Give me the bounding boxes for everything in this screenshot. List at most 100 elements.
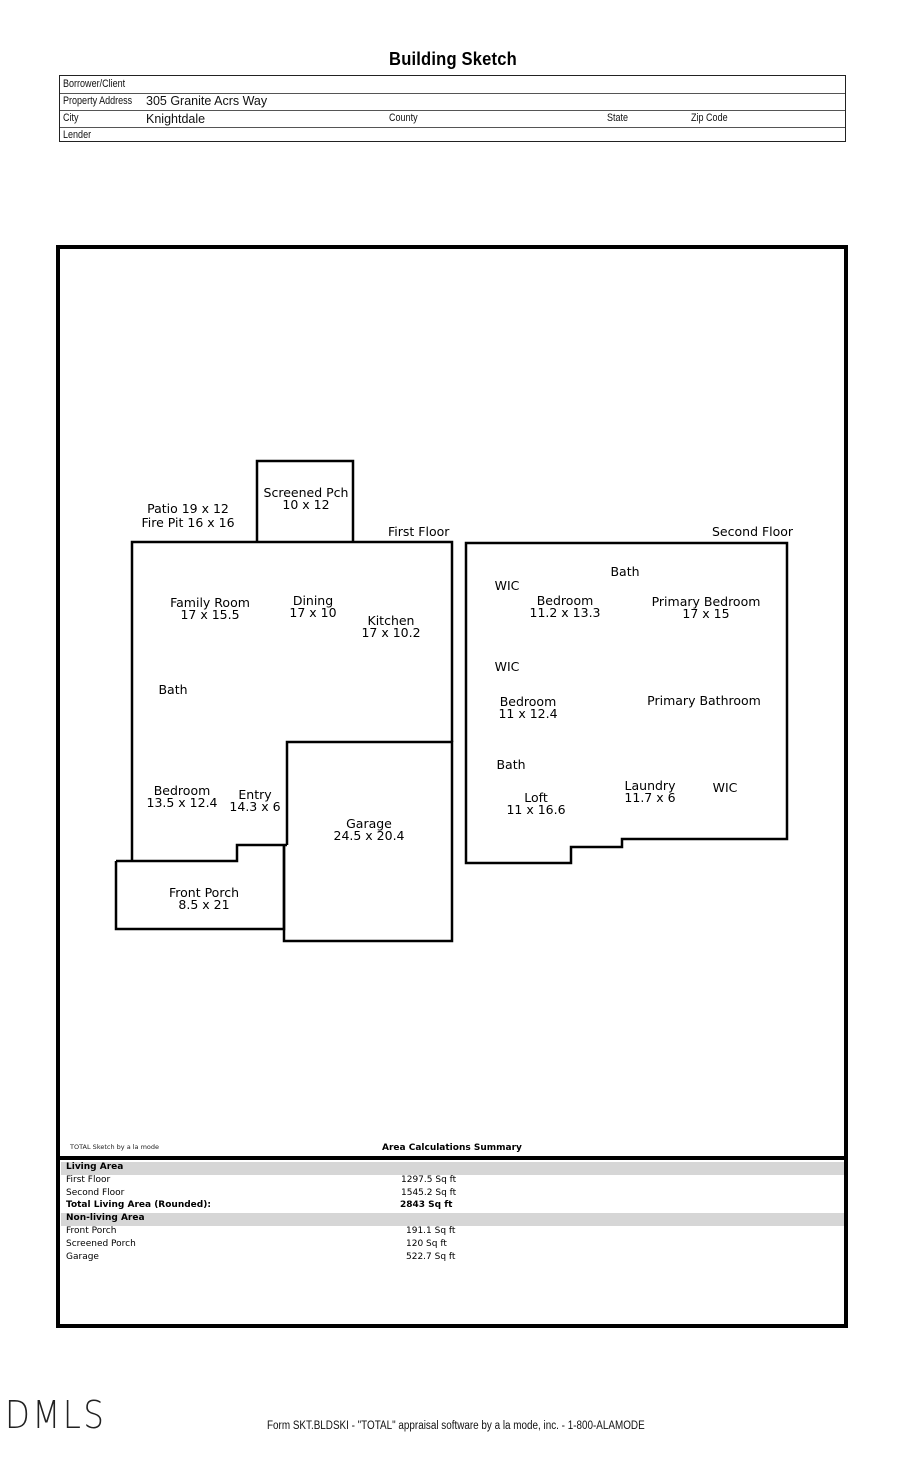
room-primary-bedroom: Primary Bedroom 17 x 15	[651, 594, 761, 621]
summary-row-value: 1297.5 Sq ft	[401, 1175, 457, 1185]
dmls-logo: DMLS	[5, 1393, 107, 1437]
city-value: Knightdale	[146, 112, 206, 126]
room-dims: 11.7 x 6	[624, 790, 676, 805]
room-family-room: Family Room 17 x 15.5	[170, 595, 250, 622]
living-area-header: Living Area	[61, 1162, 844, 1175]
room-name: Bath	[610, 564, 640, 579]
room-name: WIC	[494, 659, 520, 674]
sketch-credit: TOTAL Sketch by a la mode	[70, 1143, 160, 1151]
screened-porch-outline	[255, 459, 355, 542]
summary-row-value: 522.7 Sq ft	[406, 1252, 456, 1262]
room-bath: Bath	[158, 682, 188, 697]
room-dims: 17 x 10.2	[361, 625, 421, 640]
property-address-row: Property Address 305 Granite Acrs Way	[60, 93, 845, 111]
first-floor-label: First Floor	[388, 524, 450, 539]
room-screened-porch: Screened Pch 10 x 12	[263, 485, 349, 512]
room-name: WIC	[712, 780, 738, 795]
room-dims: 24.5 x 20.4	[333, 828, 405, 843]
summary-title: Area Calculations Summary	[382, 1143, 522, 1153]
property-address-label: Property Address	[63, 95, 133, 107]
city-label: City	[63, 112, 79, 124]
property-info-table: Borrower/Client Property Address 305 Gra…	[59, 75, 846, 142]
room-name: Screened Pch	[263, 485, 349, 500]
total-living-area-label: Total Living Area (Rounded):	[66, 1200, 211, 1210]
page-title: Building Sketch	[389, 49, 517, 69]
room-wic-2: WIC	[494, 659, 520, 674]
summary-row: Screened Porch 120 Sq ft	[61, 1239, 844, 1252]
room-bedroom-2: Bedroom 11.2 x 13.3	[529, 593, 601, 620]
room-name: Dining	[292, 593, 334, 608]
summary-row-label: Screened Porch	[66, 1239, 136, 1249]
summary-row: Front Porch 191.1 Sq ft	[61, 1226, 844, 1239]
county-label: County	[389, 112, 418, 124]
summary-row-label: First Floor	[66, 1175, 111, 1185]
room-dims: 11 x 12.4	[498, 706, 558, 721]
state-label: State	[607, 112, 629, 124]
lender-label: Lender	[63, 129, 92, 141]
lender-row: Lender	[60, 127, 845, 142]
room-bedroom-3: Bedroom 11 x 12.4	[498, 695, 558, 721]
room-name: Entry	[238, 787, 272, 802]
room-wic-3: WIC	[712, 780, 738, 795]
room-entry: Entry 14.3 x 6	[229, 787, 281, 814]
first-floor-outline	[130, 540, 454, 861]
room-bath-upper-2: Bath	[496, 757, 526, 772]
summary-row-value: 191.1 Sq ft	[406, 1226, 456, 1236]
room-dims: 8.5 x 21	[178, 897, 230, 912]
room-name: WIC	[494, 578, 520, 593]
borrower-label: Borrower/Client	[63, 78, 126, 90]
living-area-label: Living Area	[66, 1162, 124, 1172]
room-primary-bathroom: Primary Bathroom	[647, 694, 761, 707]
borrower-row: Borrower/Client	[60, 76, 845, 94]
room-dims: 11.2 x 13.3	[529, 605, 601, 620]
room-name: Bath	[158, 682, 188, 697]
sketch-frame	[56, 245, 848, 1328]
room-dims: 17 x 15	[682, 606, 730, 621]
room-name: Primary Bedroom	[651, 594, 761, 609]
second-floor-label: Second Floor	[712, 524, 794, 539]
room-bath-upper: Bath	[610, 564, 640, 579]
zip-code-label: Zip Code	[691, 112, 728, 124]
room-dims: 11 x 16.6	[506, 802, 566, 817]
room-dims: 17 x 15.5	[180, 607, 240, 622]
summary-row: Second Floor 1545.2 Sq ft	[61, 1188, 844, 1201]
summary-row-label: Front Porch	[66, 1226, 117, 1236]
summary-row-label: Second Floor	[66, 1188, 125, 1198]
room-dims: 13.5 x 12.4	[146, 795, 218, 810]
summary-row-value: 1545.2 Sq ft	[401, 1188, 457, 1198]
room-dims: Fire Pit 16 x 16	[141, 515, 235, 530]
room-name: Garage	[346, 816, 392, 831]
room-name: Family Room	[170, 595, 250, 610]
room-patio: Patio 19 x 12 Fire Pit 16 x 16	[141, 502, 235, 530]
room-name: Bedroom	[153, 783, 211, 798]
room-dims: 10 x 12	[282, 497, 330, 512]
room-dims: 14.3 x 6	[229, 799, 281, 814]
non-living-area-label: Non-living Area	[66, 1213, 145, 1223]
summary-row-value: 120 Sq ft	[406, 1239, 447, 1249]
room-dining: Dining 17 x 10	[289, 593, 337, 620]
front-porch-box	[114, 845, 286, 931]
total-living-area-row: Total Living Area (Rounded): 2843 Sq ft	[61, 1200, 844, 1213]
room-wic: WIC	[494, 578, 520, 593]
second-floor-outline	[464, 541, 789, 865]
front-porch-outline	[116, 843, 287, 863]
summary-row: Garage 522.7 Sq ft	[61, 1252, 844, 1265]
room-bedroom: Bedroom 13.5 x 12.4	[146, 783, 218, 810]
total-living-area-value: 2843 Sq ft	[400, 1200, 453, 1210]
room-kitchen: Kitchen 17 x 10.2	[361, 614, 421, 640]
room-front-porch: Front Porch 8.5 x 21	[169, 885, 239, 912]
room-loft: Loft 11 x 16.6	[506, 790, 566, 817]
summary-divider	[56, 1156, 848, 1160]
property-address-value: 305 Granite Acrs Way	[146, 94, 268, 108]
room-name: Bedroom	[536, 593, 594, 608]
room-name: Laundry	[624, 778, 676, 793]
summary-row: First Floor 1297.5 Sq ft	[61, 1175, 844, 1188]
room-name: Loft	[524, 790, 548, 805]
room-name: Front Porch	[169, 885, 239, 900]
room-dims: 17 x 10	[289, 605, 337, 620]
city-row: City Knightdale County State Zip Code	[60, 110, 845, 128]
form-footer-text: Form SKT.BLDSKI - "TOTAL" appraisal soft…	[267, 1420, 645, 1432]
room-garage: Garage 24.5 x 20.4	[333, 816, 405, 843]
room-name: Bath	[496, 757, 526, 772]
